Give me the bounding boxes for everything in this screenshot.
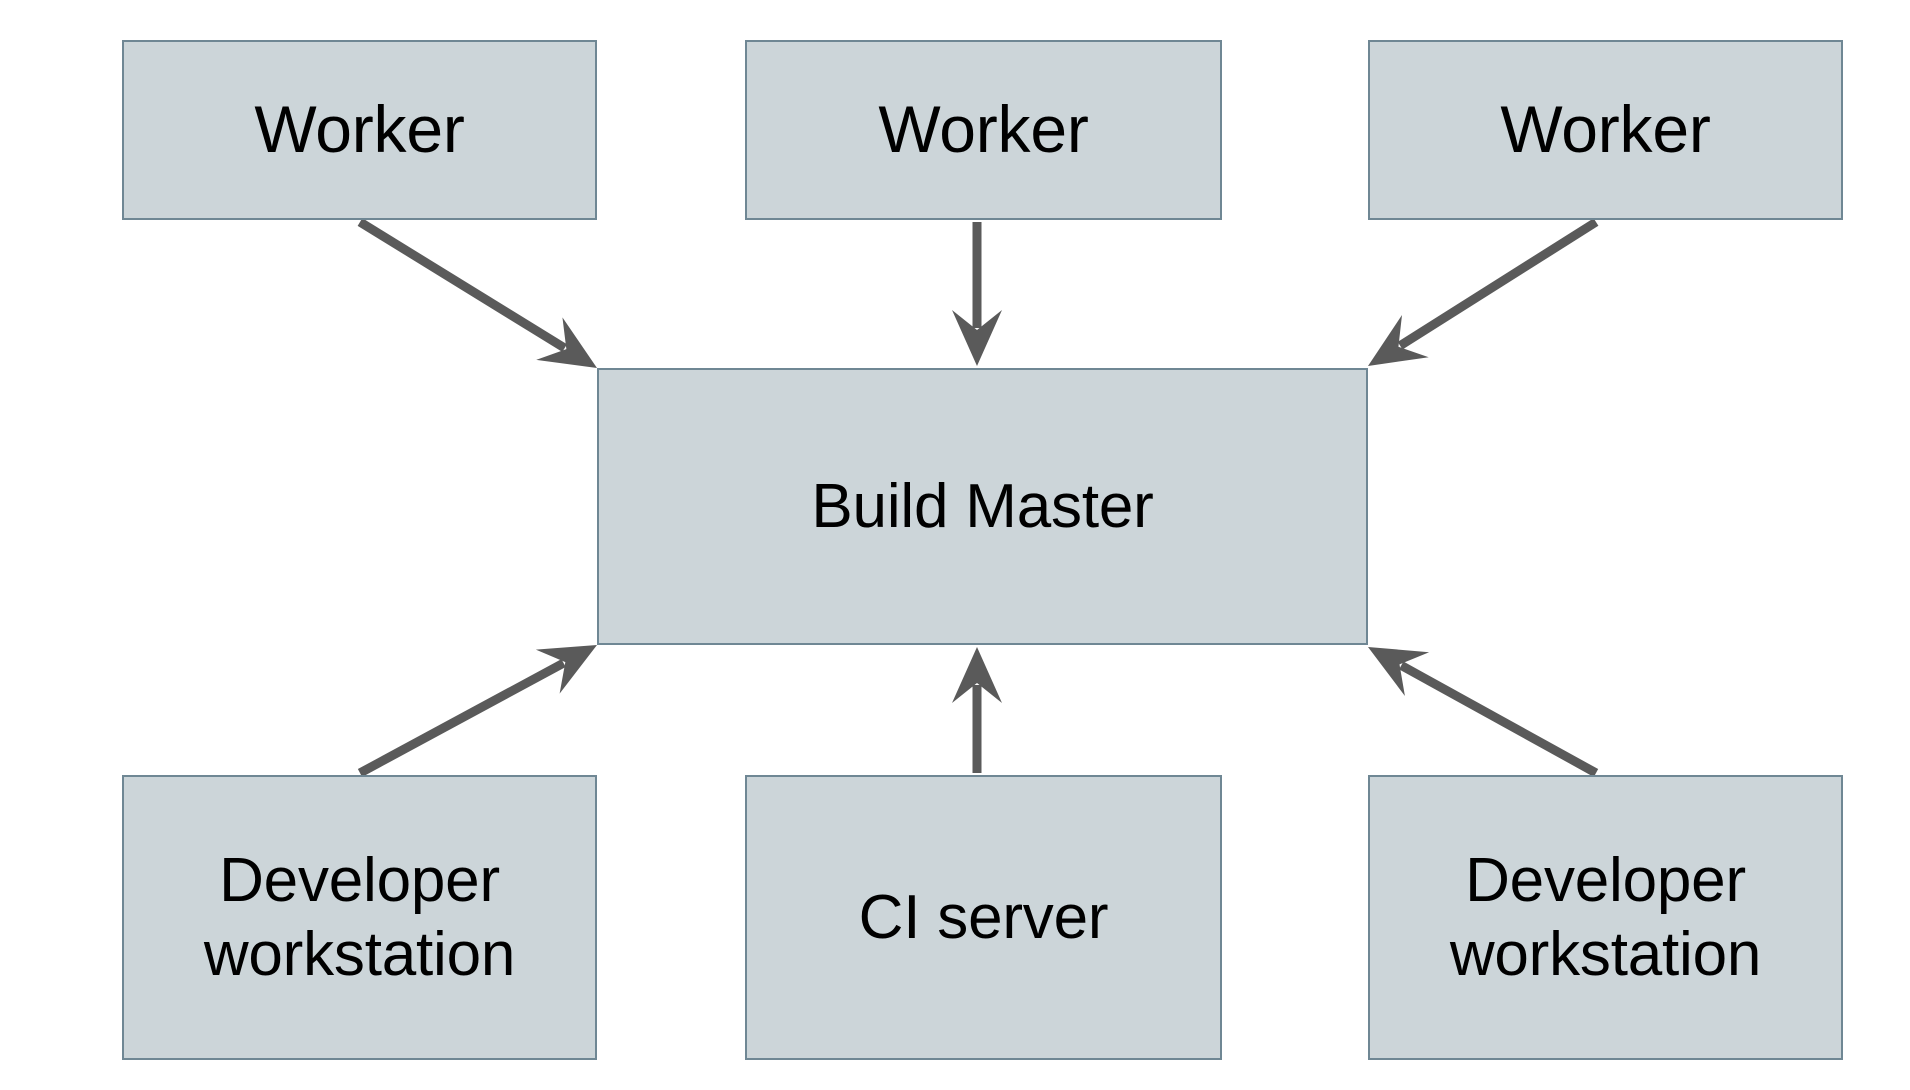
node-worker-1[interactable]: Worker [122, 40, 597, 220]
edge-dev2-to-master-arrowhead [1368, 647, 1430, 696]
node-developer-workstation-2-label: Developer workstation [1449, 846, 1762, 989]
node-worker-1-label: Worker [254, 92, 465, 167]
node-build-master[interactable]: Build Master [597, 368, 1368, 645]
edge-ci-to-master [952, 647, 1002, 773]
node-worker-2-label: Worker [878, 92, 1089, 167]
edge-worker3-to-master-arrowhead [1368, 314, 1429, 366]
node-developer-workstation-1-label: Developer workstation [203, 846, 516, 989]
edge-dev2-to-master-shaft [1399, 661, 1599, 777]
node-worker-2[interactable]: Worker [745, 40, 1222, 220]
edge-ci-to-master-arrowhead [952, 647, 1002, 703]
node-ci-server[interactable]: CI server [745, 775, 1222, 1060]
node-worker-3-label: Worker [1500, 92, 1711, 167]
edge-dev1-to-master [357, 645, 597, 777]
edge-dev1-to-master-arrowhead [535, 645, 597, 694]
edge-dev1-to-master-shaft [357, 659, 566, 777]
edge-dev2-to-master [1368, 647, 1599, 777]
node-build-master-label: Build Master [811, 471, 1154, 541]
edge-worker2-to-master-arrowhead [952, 310, 1002, 366]
edge-worker1-to-master [357, 218, 597, 368]
edge-worker1-to-master-arrowhead [536, 317, 597, 368]
node-developer-workstation-2[interactable]: Developer workstation [1368, 775, 1843, 1060]
node-worker-3[interactable]: Worker [1368, 40, 1843, 220]
node-ci-server-label: CI server [858, 882, 1109, 952]
edge-worker3-to-master-shaft [1397, 218, 1599, 350]
edge-worker1-to-master-shaft [357, 218, 568, 352]
edge-worker3-to-master [1368, 218, 1599, 366]
node-developer-workstation-1[interactable]: Developer workstation [122, 775, 597, 1060]
edge-worker2-to-master [952, 222, 1002, 366]
